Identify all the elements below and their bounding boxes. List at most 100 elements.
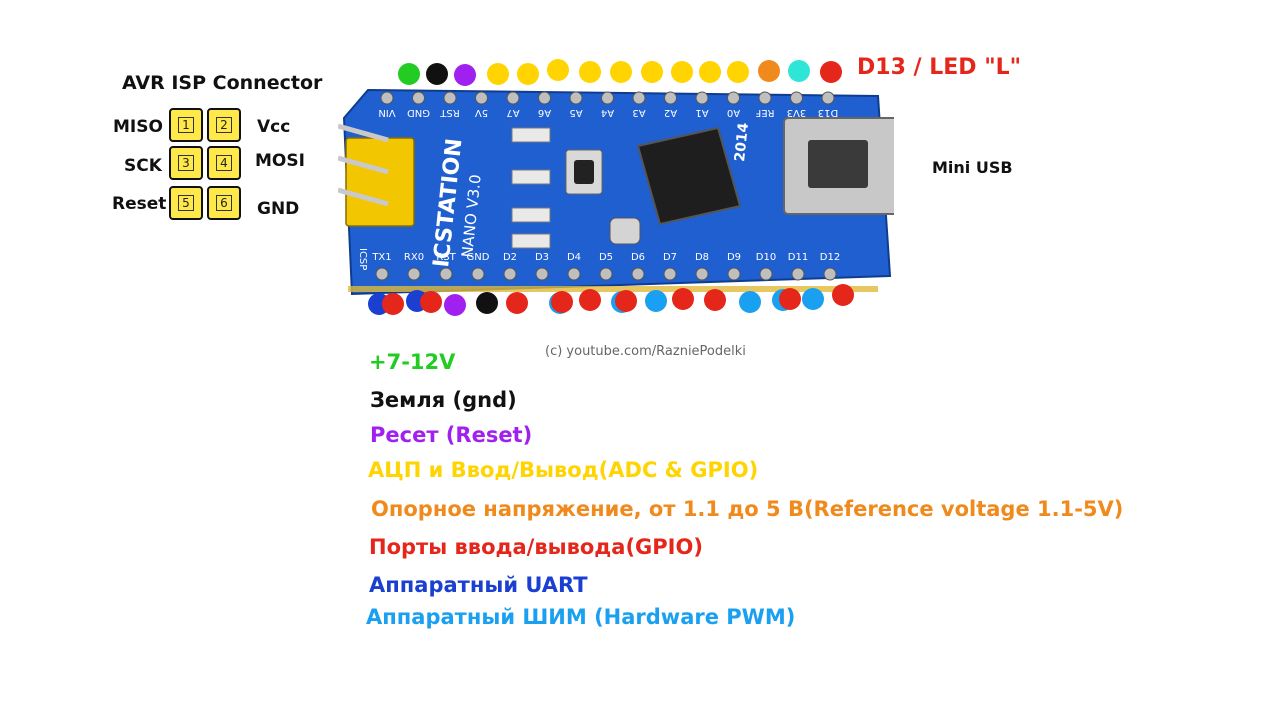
credit-text: (c) youtube.com/RazniePodelki [545,344,746,359]
legend-item-purple: Ресет (Reset) [370,423,533,447]
header-pin [759,267,773,281]
pin-dot-black [476,292,498,314]
pin-dot-light_blue [645,290,667,312]
bottom-pin-label: TX1 [371,252,391,263]
header-pin [632,91,646,105]
bottom-pin-label: D8 [695,252,709,263]
top-pin-label: A2 [664,107,677,118]
legend-item-orange: Опорное напряжение, от 1.1 до 5 В(Refere… [371,497,1124,521]
pin-dot-yellow [579,61,601,83]
mini-usb-connector [783,117,919,215]
isp-label-mosi: MOSI [255,151,305,171]
isp-pin-1: 1 [169,108,203,142]
isp-pin-number: 2 [216,117,232,133]
top-pin-label: A0 [727,107,740,118]
isp-label-reset: Reset [112,194,167,214]
header-pin [599,267,613,281]
pin-dot-yellow [727,61,749,83]
legend-item-yellow: АЦП и Ввод/Вывод(ADC & GPIO) [368,458,759,482]
d13-led-label: D13 / LED "L" [857,55,1022,80]
header-pin [695,267,709,281]
pin-dot-red [506,292,528,314]
legend-item-green: +7-12V [369,350,456,374]
header-pin [758,91,772,105]
pin-dot-black [426,63,448,85]
board-svg: ICSP ICSTATION NANO V3.0 2014 D133V3REFA… [337,88,919,296]
pin-dot-red [551,291,573,313]
header-pin [695,91,709,105]
isp-pin-number: 5 [178,195,194,211]
pin-dot-green [398,63,420,85]
bottom-pin-label: D4 [567,252,581,263]
header-pin [823,267,837,281]
pin-dot-yellow [699,61,721,83]
isp-pin-4: 4 [207,146,241,180]
bottom-pin-label: D10 [756,252,776,263]
top-pin-label: A4 [601,107,614,118]
top-pin-label: GND [407,107,430,118]
top-pin-label: A3 [632,107,645,118]
top-pin-label: 3V3 [787,107,807,118]
pin-dot-red [820,61,842,83]
top-pin-label: VIN [378,107,395,118]
top-pin-label: REF [755,107,774,118]
header-pin [503,267,517,281]
header-pin [601,91,614,105]
pin-dot-red [579,289,601,311]
pin-dot-cyan [788,60,810,82]
pin-dot-yellow [610,61,632,83]
bottom-pin-label: RX0 [404,252,424,263]
header-pin [664,91,677,105]
header-pin [663,267,677,281]
isp-pin-2: 2 [207,108,241,142]
header-pin [412,91,425,105]
pin-dot-red [832,284,854,306]
pin-dot-orange [758,60,780,82]
isp-connector-title: AVR ISP Connector [122,72,323,94]
pin-dot-red [704,289,726,311]
pin-dot-red [779,288,801,310]
header-pin [569,91,583,105]
pin-dot-red [382,293,404,315]
legend-item-black: Земля (gnd) [370,388,517,412]
legend-item-light_blue: Аппаратный ШИМ (Hardware PWM) [366,605,796,629]
pin-dot-light_blue [739,291,761,313]
icsp-label: ICSP [357,248,368,270]
header-pin [471,267,485,281]
header-pin [727,267,741,281]
bottom-pin-label: GND [467,252,490,263]
top-pin-label: A7 [506,107,519,118]
pin-dot-yellow [487,63,509,85]
header-pin [375,267,389,281]
header-pin [821,91,835,105]
header-pin [407,267,421,281]
header-pin [791,267,805,281]
pin-dot-purple [444,294,466,316]
pin-dot-red [672,288,694,310]
pin-dot-yellow [547,59,569,81]
icsp-header [337,123,415,227]
isp-label-vcc: Vcc [257,117,291,137]
header-pin [567,267,581,281]
header-pin [538,91,551,105]
isp-label-gnd: GND [257,199,300,219]
isp-pin-number: 4 [216,155,232,171]
bottom-pin-label: D7 [663,252,677,263]
header-pin [443,91,457,105]
mini-usb-label: Mini USB [932,158,1013,177]
isp-label-miso: MISO [113,117,163,137]
isp-pin-3: 3 [169,146,203,180]
mcu-chip [636,126,742,226]
top-pin-label: A6 [538,107,551,118]
pin-dot-light_blue [802,288,824,310]
bottom-pin-label: D3 [535,252,549,263]
header-pin [506,91,520,105]
pin-dot-yellow [517,63,539,85]
isp-pin-5: 5 [169,186,203,220]
isp-pin-number: 1 [178,117,194,133]
header-pin [631,267,645,281]
isp-pin-number: 6 [216,195,232,211]
bottom-pin-label: D5 [599,252,613,263]
isp-pin-number: 3 [178,155,194,171]
